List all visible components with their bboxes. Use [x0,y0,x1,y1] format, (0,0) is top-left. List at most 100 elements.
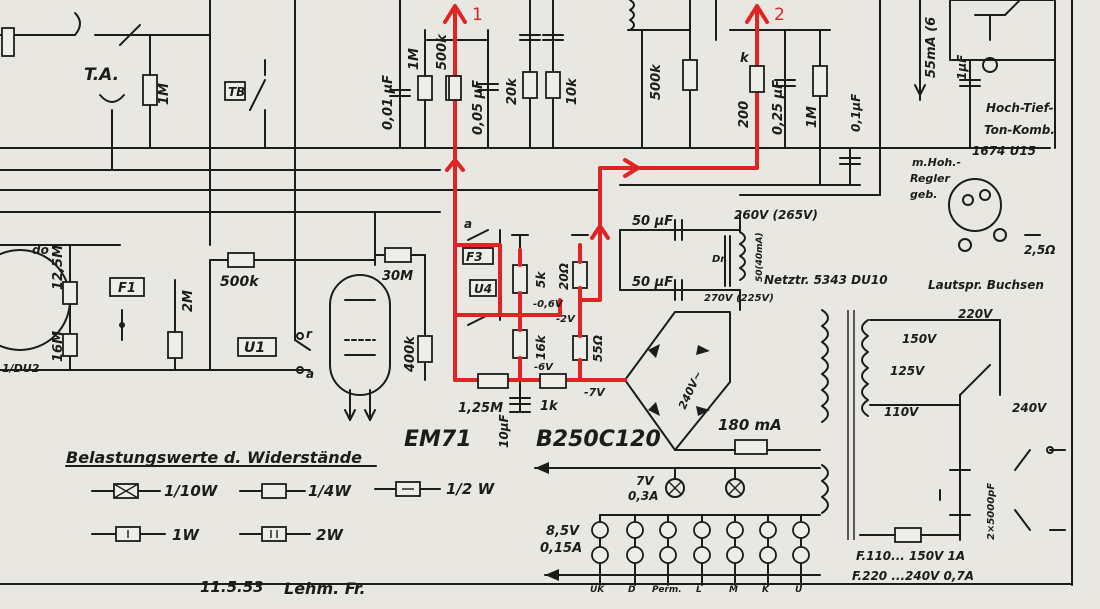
svg-text:125V: 125V [890,364,926,378]
svg-text:0,01 µF: 0,01 µF [381,75,396,130]
svg-text:k: k [740,51,750,66]
svg-text:150V: 150V [902,332,938,346]
svg-text:240V: 240V [1012,401,1048,415]
svg-text:a: a [306,367,314,381]
svg-text:F.220 ...240V 0,7A: F.220 ...240V 0,7A [852,569,974,583]
resistor-16m [62,333,78,357]
lamp-label-perm: Perm. [652,585,682,595]
label-tb: TB [228,85,245,99]
svg-text:2×5000pF: 2×5000pF [986,483,997,540]
svg-text:Dr.: Dr. [712,254,728,265]
svg-text:2W: 2W [316,526,344,544]
svg-text:a: a [464,217,472,231]
label-f3: F3 [466,250,483,264]
svg-text:do: do [32,243,49,257]
arrow-up-icon [590,224,610,240]
svg-text:500k: 500k [220,274,260,290]
svg-text:10µF: 10µF [497,413,511,448]
rectifier-bridge [624,311,731,451]
f3-box [462,247,494,265]
drawing-date: 11.5.53 [200,578,264,596]
svg-text:55mA (6: 55mA (6 [924,17,939,78]
ta-input-symbol [99,94,125,103]
svg-text:1M: 1M [157,83,172,105]
fuse-180ma [734,439,768,455]
svg-text:20k: 20k [505,77,520,105]
arrow-right-icon [623,158,640,178]
svg-text:50 µF: 50 µF [632,214,673,229]
svg-text:50(40mA): 50(40mA) [755,232,765,282]
svg-text:0,3A: 0,3A [628,489,659,503]
arrow-up-icon [445,158,465,172]
svg-text:1µF: 1µF [955,54,969,80]
svg-text:110V: 110V [884,405,920,419]
svg-text:0,15A: 0,15A [540,541,582,556]
lamp-labels: UK D Perm. L M K U [590,585,803,595]
resistor-500k-overlay [448,75,462,101]
svg-text:0,25 µF: 0,25 µF [771,80,786,135]
label-ta: T.A. [84,65,119,85]
resistor-2m [167,331,183,359]
svg-text:16M: 16M [51,331,66,362]
svg-text:220V: 220V [958,307,994,321]
svg-text:1674 U15: 1674 U15 [972,144,1036,158]
svg-text:Lautspr. Buchsen: Lautspr. Buchsen [928,278,1044,292]
resistor-500k-mid [227,252,255,268]
svg-text:1/2 W: 1/2 W [446,480,496,498]
lamp-label-k: K [762,585,770,595]
speaker-socket-icon [948,178,1002,232]
svg-text:500k: 500k [435,33,450,70]
resistor-topleft [1,27,15,57]
em71-tube [329,274,391,396]
svg-text:10k: 10k [565,77,580,105]
legend-symbols [65,465,441,542]
svg-text:1,25M: 1,25M [458,401,503,416]
resistor-20ohm [572,261,588,289]
transformer-primary-left [821,309,829,423]
u1-box [237,337,277,357]
mains-switch [1014,449,1031,531]
svg-text:500k: 500k [649,63,664,100]
label-rectifier: B250C120 [536,427,661,452]
fuse-mains [894,527,922,543]
svg-text:12,5M: 12,5M [51,245,66,290]
highlighted-path-2 [578,4,769,302]
svg-text:-7V: -7V [584,386,606,399]
svg-text:16k: 16k [534,334,548,360]
svg-text:260V (265V): 260V (265V) [734,208,818,222]
transformer-heater-winding [821,464,829,514]
lamp-label-uk: UK [590,585,605,595]
arrow-up-2-icon [745,4,769,24]
svg-text:2,5Ω: 2,5Ω [1024,243,1055,257]
lamp-label-m: M [729,585,738,595]
svg-text:-2V: -2V [556,314,576,325]
svg-text:5k: 5k [534,271,548,288]
svg-text:55Ω: 55Ω [591,335,605,362]
svg-text:0,05 µF: 0,05 µF [471,80,486,135]
svg-text:50 µF: 50 µF [632,275,673,290]
svg-text:F.110... 150V 1A: F.110... 150V 1A [856,549,965,563]
resistor-5k [512,264,528,294]
svg-text:-6V: -6V [534,362,554,373]
arrow-up-1-icon [443,4,467,24]
resistor-500k-b [682,59,698,91]
svg-text:180 mA: 180 mA [718,416,782,434]
lamp-label-d: D [628,585,636,595]
transformer-primary-right [861,319,869,417]
resistor-20k [522,71,538,99]
svg-text:8,5V: 8,5V [546,524,580,539]
svg-text:7V: 7V [636,474,655,488]
marker-1: 1 [472,5,483,25]
svg-text:1/DU2: 1/DU2 [2,362,40,375]
label-em71: EM71 [404,427,472,452]
choke-coil [739,231,746,281]
svg-text:200: 200 [737,101,752,128]
resistor-16k [512,329,528,359]
marker-2: 2 [774,5,785,25]
speaker-jack-icon [982,57,998,73]
pilot-lamp-row [665,467,745,498]
resistor-30m [384,247,412,263]
svg-text:1W: 1W [172,526,200,544]
